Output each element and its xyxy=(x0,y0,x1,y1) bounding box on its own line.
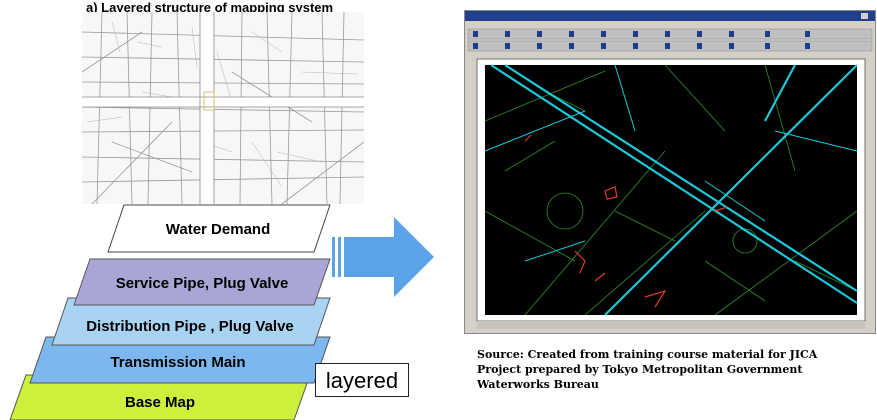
layer-label-water-demand: Water Demand xyxy=(166,221,270,238)
gis-map-canvas[interactable] xyxy=(485,65,857,315)
layer-label-service-pipe: Service Pipe, Plug Valve xyxy=(116,275,289,292)
layer-label-distribution-pipe: Distribution Pipe , Plug Valve xyxy=(86,318,294,335)
layer-distribution-pipe: Distribution Pipe , Plug Valve xyxy=(51,297,331,346)
layer-transmission-main: Transmission Main xyxy=(29,336,331,384)
layer-service-pipe: Service Pipe, Plug Valve xyxy=(73,258,331,306)
layered-label: layered xyxy=(315,363,409,397)
gis-statusbar xyxy=(477,321,865,329)
main-pipe-lines xyxy=(490,64,858,316)
layer-base-map: Base Map xyxy=(9,374,311,420)
source-note: Source: Created from training course mat… xyxy=(477,348,818,391)
layer-stack: Base Map Transmission Main Distribution … xyxy=(9,204,331,420)
arrow-icon xyxy=(332,217,434,297)
valve-markers xyxy=(524,134,728,308)
gis-screenshot xyxy=(464,10,876,334)
page-title: a) Layered structure of mapping system xyxy=(86,0,334,15)
close-icon[interactable] xyxy=(861,13,868,19)
layer-label-transmission-main: Transmission Main xyxy=(110,354,245,371)
layer-label-base-map: Base Map xyxy=(125,394,195,411)
street-map-image xyxy=(82,12,364,204)
layer-water-demand: Water Demand xyxy=(107,204,331,253)
gis-titlebar xyxy=(465,11,875,21)
